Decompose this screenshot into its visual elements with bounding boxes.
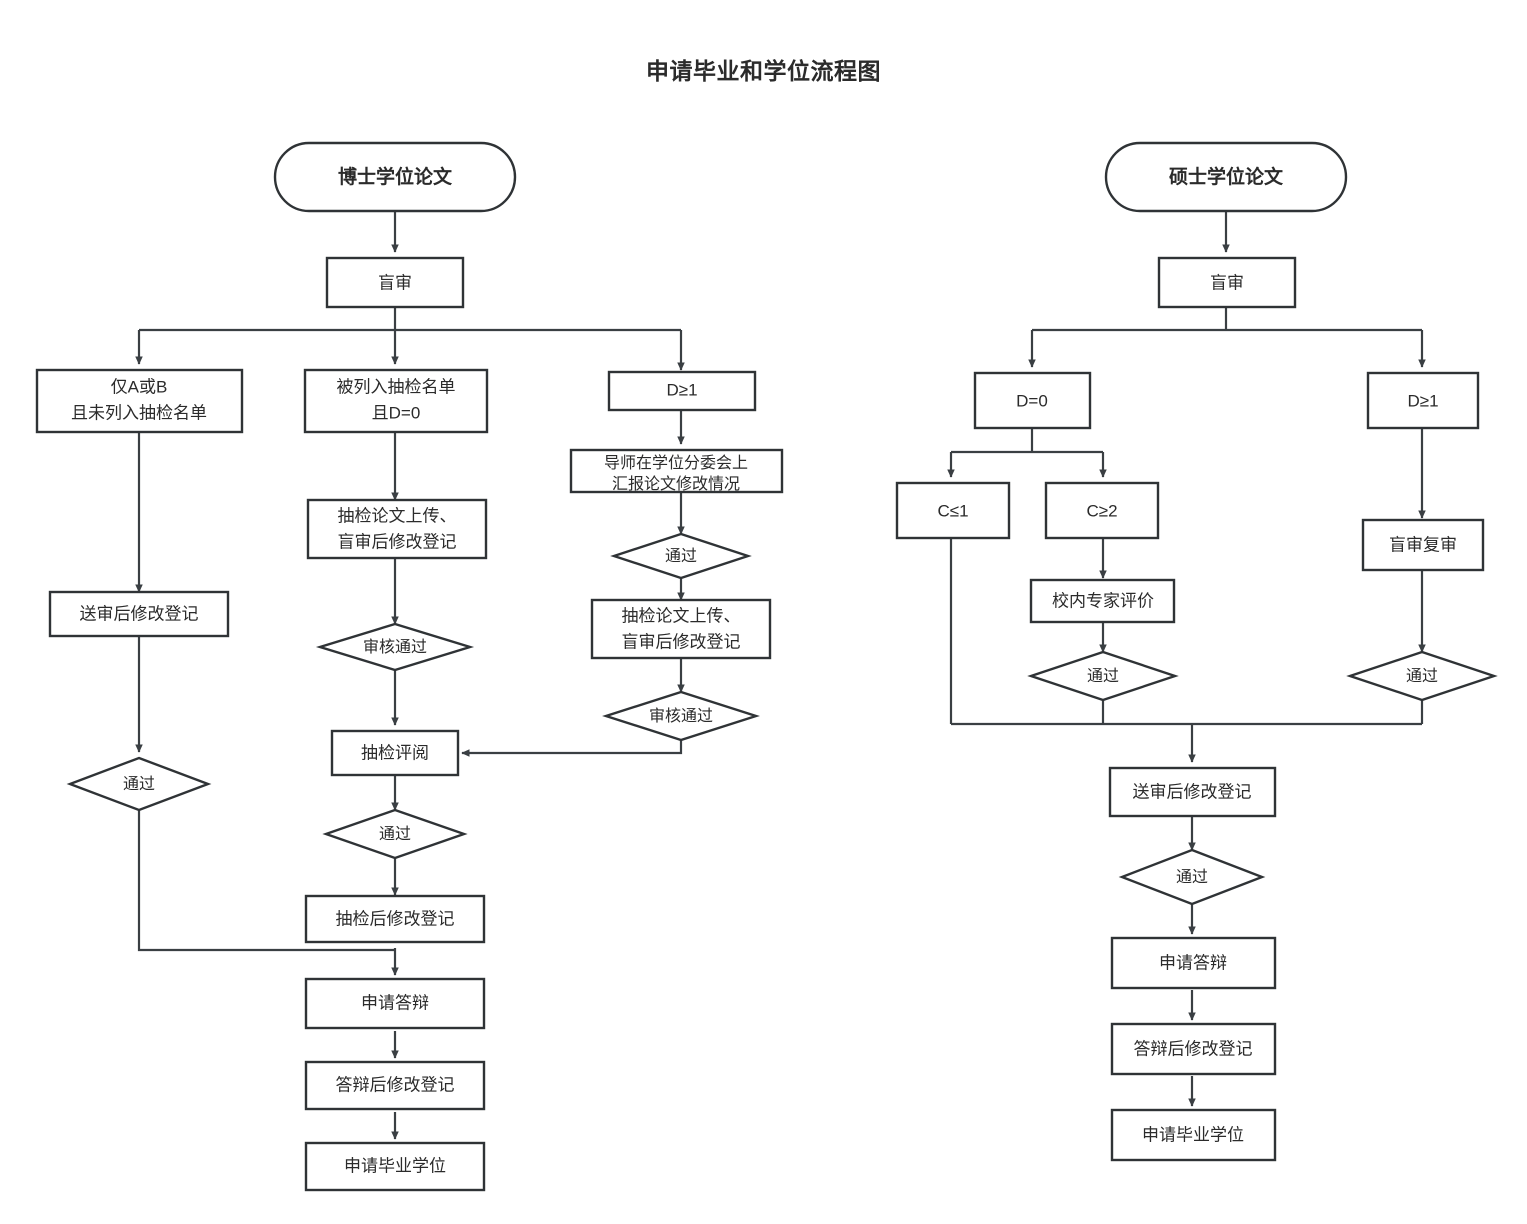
node-d-after-label: 送审后修改登记 xyxy=(80,604,199,623)
node-d-postreg-label: 抽检后修改登记 xyxy=(336,909,455,928)
edges-doctoral xyxy=(135,211,685,1140)
node-d-start[interactable]: 博士学位论文 xyxy=(273,141,517,213)
node-d-start-label: 博士学位论文 xyxy=(338,165,453,188)
node-m-apply[interactable]: 申请答辩 xyxy=(1110,936,1277,990)
node-m-blind-label: 盲审 xyxy=(1210,273,1244,292)
page-title: 申请毕业和学位流程图 xyxy=(646,58,881,84)
node-d-postdef-label: 答辩后修改登记 xyxy=(336,1075,455,1094)
node-d-upload1-line2: 盲审后修改登记 xyxy=(338,532,457,551)
node-m-after-label: 送审后修改登记 xyxy=(1133,782,1252,801)
node-m-c2-label: C≥2 xyxy=(1086,501,1117,520)
node-d-upload2[interactable]: 抽检论文上传、 盲审后修改登记 xyxy=(590,598,772,660)
node-d-pass3-label: 通过 xyxy=(379,825,411,843)
node-m-c1[interactable]: C≤1 xyxy=(895,481,1011,540)
node-d-check2[interactable]: 审核通过 xyxy=(602,690,760,742)
node-d-listed[interactable]: 被列入抽检名单 且D=0 xyxy=(303,368,489,434)
node-d-apply[interactable]: 申请答辩 xyxy=(304,977,486,1030)
node-m-pass1-label: 通过 xyxy=(1087,667,1119,685)
node-d-check1-label: 审核通过 xyxy=(363,638,427,656)
node-m-pass2-label: 通过 xyxy=(1406,667,1438,685)
node-m-postdef[interactable]: 答辩后修改登记 xyxy=(1110,1022,1277,1076)
node-d-upload2-line2: 盲审后修改登记 xyxy=(622,632,741,651)
node-d-d1[interactable]: D≥1 xyxy=(607,370,757,412)
node-d-review[interactable]: 抽检评阅 xyxy=(330,729,460,777)
node-d-ab-line2: 且未列入抽检名单 xyxy=(71,403,207,422)
node-m-pass3-label: 通过 xyxy=(1176,868,1208,886)
edge-d-check2-review xyxy=(461,740,683,757)
node-m-postdef-label: 答辩后修改登记 xyxy=(1134,1039,1253,1058)
node-d-passL[interactable]: 通过 xyxy=(66,756,212,812)
node-d-check2-label: 审核通过 xyxy=(649,707,713,725)
node-m-blind[interactable]: 盲审 xyxy=(1157,256,1297,309)
node-m-degree-label: 申请毕业学位 xyxy=(1142,1125,1244,1144)
node-m-d1[interactable]: D≥1 xyxy=(1366,371,1480,430)
node-m-pass3[interactable]: 通过 xyxy=(1118,848,1266,906)
node-d-listed-line1: 被列入抽检名单 xyxy=(337,377,456,396)
node-d-report[interactable]: 导师在学位分委会上 汇报论文修改情况 xyxy=(569,448,784,493)
node-m-recheck-label: 盲审复审 xyxy=(1389,535,1457,554)
node-m-d1-label: D≥1 xyxy=(1407,391,1438,410)
node-d-after[interactable]: 送审后修改登记 xyxy=(48,590,230,638)
node-d-degree[interactable]: 申请毕业学位 xyxy=(304,1141,486,1192)
node-d-postreg[interactable]: 抽检后修改登记 xyxy=(304,894,486,944)
node-d-degree-label: 申请毕业学位 xyxy=(344,1156,446,1175)
node-d-pass3[interactable]: 通过 xyxy=(322,808,468,860)
node-d-upload1-line1: 抽检论文上传、 xyxy=(338,506,457,525)
node-m-degree[interactable]: 申请毕业学位 xyxy=(1110,1108,1277,1162)
node-d-apply-label: 申请答辩 xyxy=(361,993,429,1012)
node-d-blind-label: 盲审 xyxy=(378,273,412,292)
node-d-upload1[interactable]: 抽检论文上传、 盲审后修改登记 xyxy=(306,498,488,560)
node-d-review-label: 抽检评阅 xyxy=(361,743,429,762)
node-m-start-label: 硕士学位论文 xyxy=(1169,165,1284,188)
node-d-report-line2: 汇报论文修改情况 xyxy=(612,475,740,493)
node-m-pass2[interactable]: 通过 xyxy=(1346,650,1498,702)
node-m-start[interactable]: 硕士学位论文 xyxy=(1104,141,1348,213)
edge-d-passL-apply xyxy=(137,810,395,952)
node-m-d0-label: D=0 xyxy=(1016,391,1048,410)
node-d-upload2-line1: 抽检论文上传、 xyxy=(622,606,741,625)
node-d-pass1[interactable]: 通过 xyxy=(610,532,752,580)
node-m-after[interactable]: 送审后修改登记 xyxy=(1108,766,1277,818)
node-d-postdef[interactable]: 答辩后修改登记 xyxy=(304,1060,486,1111)
edges-master xyxy=(947,211,1426,1107)
node-d-report-line1: 导师在学位分委会上 xyxy=(604,454,748,472)
node-d-d1-label: D≥1 xyxy=(666,380,697,399)
node-m-c2[interactable]: C≥2 xyxy=(1044,481,1160,540)
node-d-ab-line1: 仅A或B xyxy=(111,377,168,396)
node-d-check1[interactable]: 审核通过 xyxy=(315,622,475,672)
node-m-apply-label: 申请答辩 xyxy=(1159,953,1227,972)
node-m-expert[interactable]: 校内专家评价 xyxy=(1029,578,1176,624)
node-m-pass1[interactable]: 通过 xyxy=(1027,650,1179,702)
node-m-c1-label: C≤1 xyxy=(937,501,968,520)
node-m-d0[interactable]: D=0 xyxy=(973,371,1092,430)
node-d-pass1-label: 通过 xyxy=(665,547,697,565)
node-d-passL-label: 通过 xyxy=(123,775,155,793)
node-d-ab[interactable]: 仅A或B 且未列入抽检名单 xyxy=(35,368,244,434)
node-m-expert-label: 校内专家评价 xyxy=(1052,591,1154,610)
node-m-recheck[interactable]: 盲审复审 xyxy=(1361,518,1485,572)
node-d-listed-line2: 且D=0 xyxy=(372,403,421,422)
node-d-blind[interactable]: 盲审 xyxy=(325,256,465,309)
